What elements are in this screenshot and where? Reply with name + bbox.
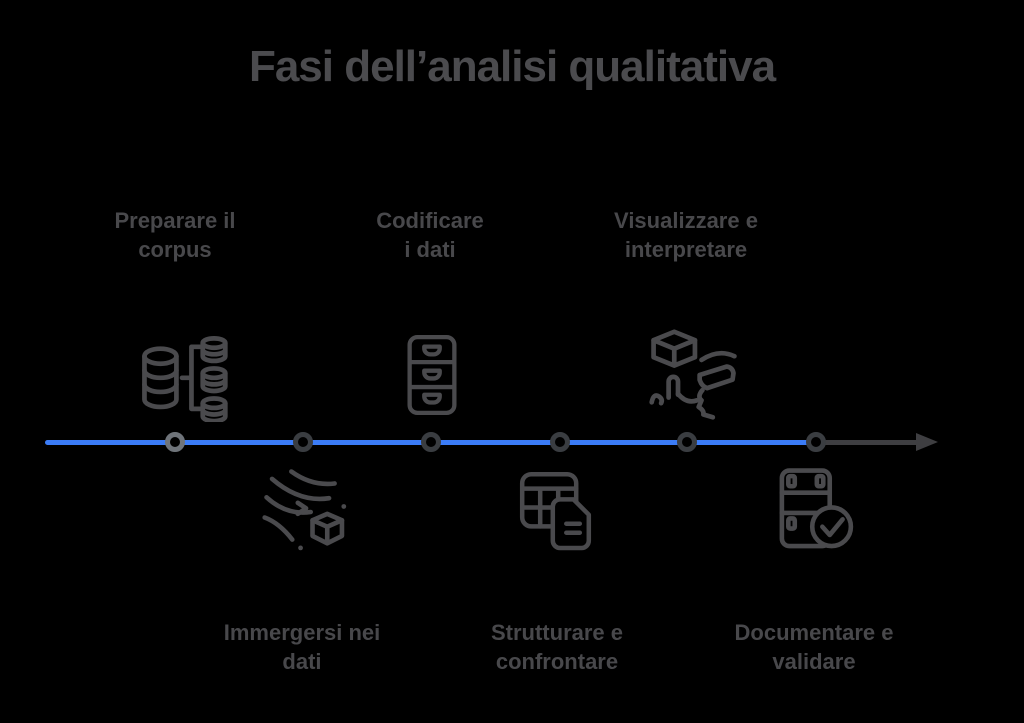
timeline-arrowhead-icon: [916, 433, 938, 451]
phase-label-immergersi-nei-dati: Immergersi nei dati: [223, 620, 381, 674]
phase-label-documentare-e-validare: Documentare e validare: [734, 620, 894, 674]
timeline-dot-1: [165, 432, 185, 452]
phase-label-preparare-il-corpus: Preparare il corpus: [114, 208, 236, 262]
timeline-dot-2: [293, 432, 313, 452]
phase-label-codificare-i-dati: Codificare i dati: [376, 208, 484, 262]
table-document-icon: [515, 462, 605, 562]
timeline-dot-6: [806, 432, 826, 452]
drawer-cabinet-icon: [389, 328, 475, 422]
phase-label-visualizzare-e-interpretare: Visualizzare e interpretare: [614, 208, 758, 262]
cube-hand-face-icon: [645, 328, 743, 422]
timeline-dot-5: [677, 432, 697, 452]
film-strip-check-icon: [769, 462, 861, 562]
page-title: Fasi dell’analisi qualitativa: [248, 42, 776, 91]
databases-tree-icon: [136, 328, 230, 422]
timeline-line-rest: [816, 440, 918, 445]
timeline-dot-4: [550, 432, 570, 452]
flow-lines-cube-icon: [261, 462, 353, 562]
timeline-dot-3: [421, 432, 441, 452]
phase-label-strutturare-e-confrontare: Strutturare e confrontare: [490, 620, 624, 674]
